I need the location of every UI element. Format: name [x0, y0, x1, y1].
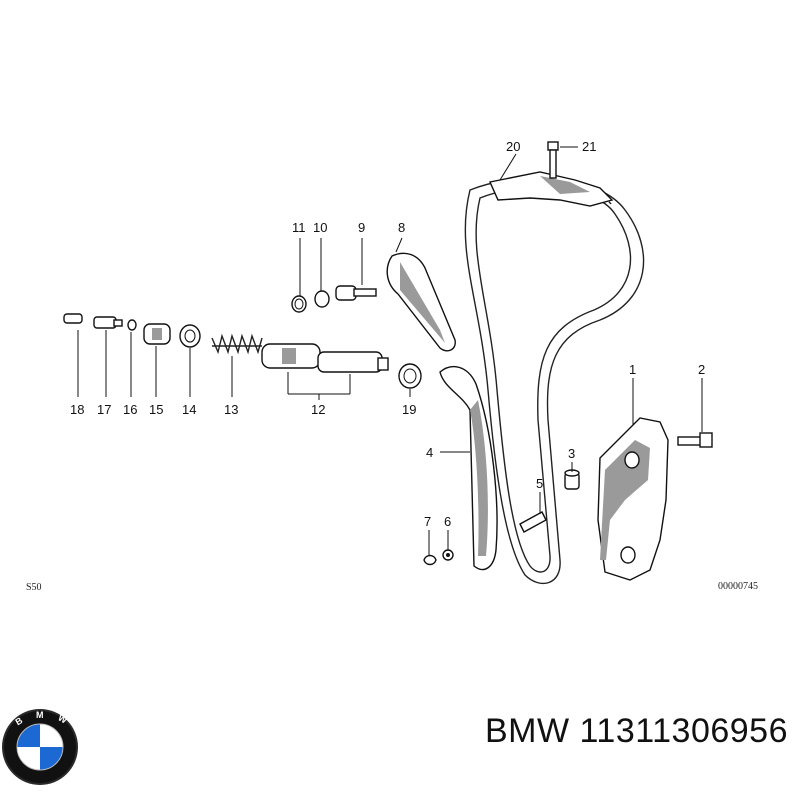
circlip-7: [423, 554, 437, 566]
callout-13: 13: [224, 402, 238, 417]
callout-3: 3: [568, 446, 575, 461]
callout-9: 9: [358, 220, 365, 235]
callout-12: 12: [311, 402, 325, 417]
brand-name: BMW: [484, 712, 570, 750]
callout-8: 8: [398, 220, 405, 235]
o-ring-16: [127, 319, 137, 331]
callout-20: 20: [506, 139, 520, 154]
ring-14: [179, 324, 201, 348]
svg-text:M: M: [36, 710, 44, 720]
valve-15: [143, 323, 171, 345]
guide-bracket-1: [597, 417, 669, 581]
valve-insert-17: [93, 316, 123, 329]
callout-17: 17: [97, 402, 111, 417]
callout-2: 2: [698, 362, 705, 377]
bmw-logo: B M W: [2, 709, 78, 785]
spring-13: [211, 333, 263, 355]
screw-2: [677, 432, 713, 448]
callout-18: 18: [70, 402, 84, 417]
pin-5: [519, 511, 547, 533]
callout-14: 14: [182, 402, 196, 417]
leader-lines: [77, 146, 703, 555]
tensioner-rail-4: [439, 365, 498, 571]
ring-19: [398, 363, 422, 389]
callout-1: 1: [629, 362, 636, 377]
callout-labels: 20 21 11 10 9 8 18 17 16 15 14 13 12 19 …: [70, 139, 705, 529]
callout-10: 10: [313, 220, 327, 235]
engine-code: S50: [26, 582, 42, 593]
bolt-21: [547, 141, 559, 179]
callout-15: 15: [149, 402, 163, 417]
callout-11: 11: [292, 220, 306, 235]
brand-part-number: BMW 11311306956: [408, 712, 788, 751]
tensioner-12: [261, 343, 389, 373]
tensioner-rail-8: [386, 252, 456, 352]
plunger-9: [335, 285, 377, 301]
callout-16: 16: [123, 402, 137, 417]
svg-text:B: B: [14, 715, 25, 727]
bush-3: [564, 469, 580, 490]
callout-21: 21: [582, 139, 596, 154]
callout-7: 7: [424, 514, 431, 529]
washer-6: [442, 549, 454, 561]
part-number: 11311306956: [579, 712, 788, 750]
callout-6: 6: [444, 514, 451, 529]
pin-18: [63, 313, 83, 324]
o-ring-10: [314, 290, 330, 308]
diagram-number: 00000745: [718, 581, 758, 592]
chain-guide-rail: [489, 171, 614, 207]
callout-19: 19: [402, 402, 416, 417]
callout-5: 5: [536, 476, 543, 491]
callout-4: 4: [426, 445, 433, 460]
circlip-11: [291, 295, 307, 313]
